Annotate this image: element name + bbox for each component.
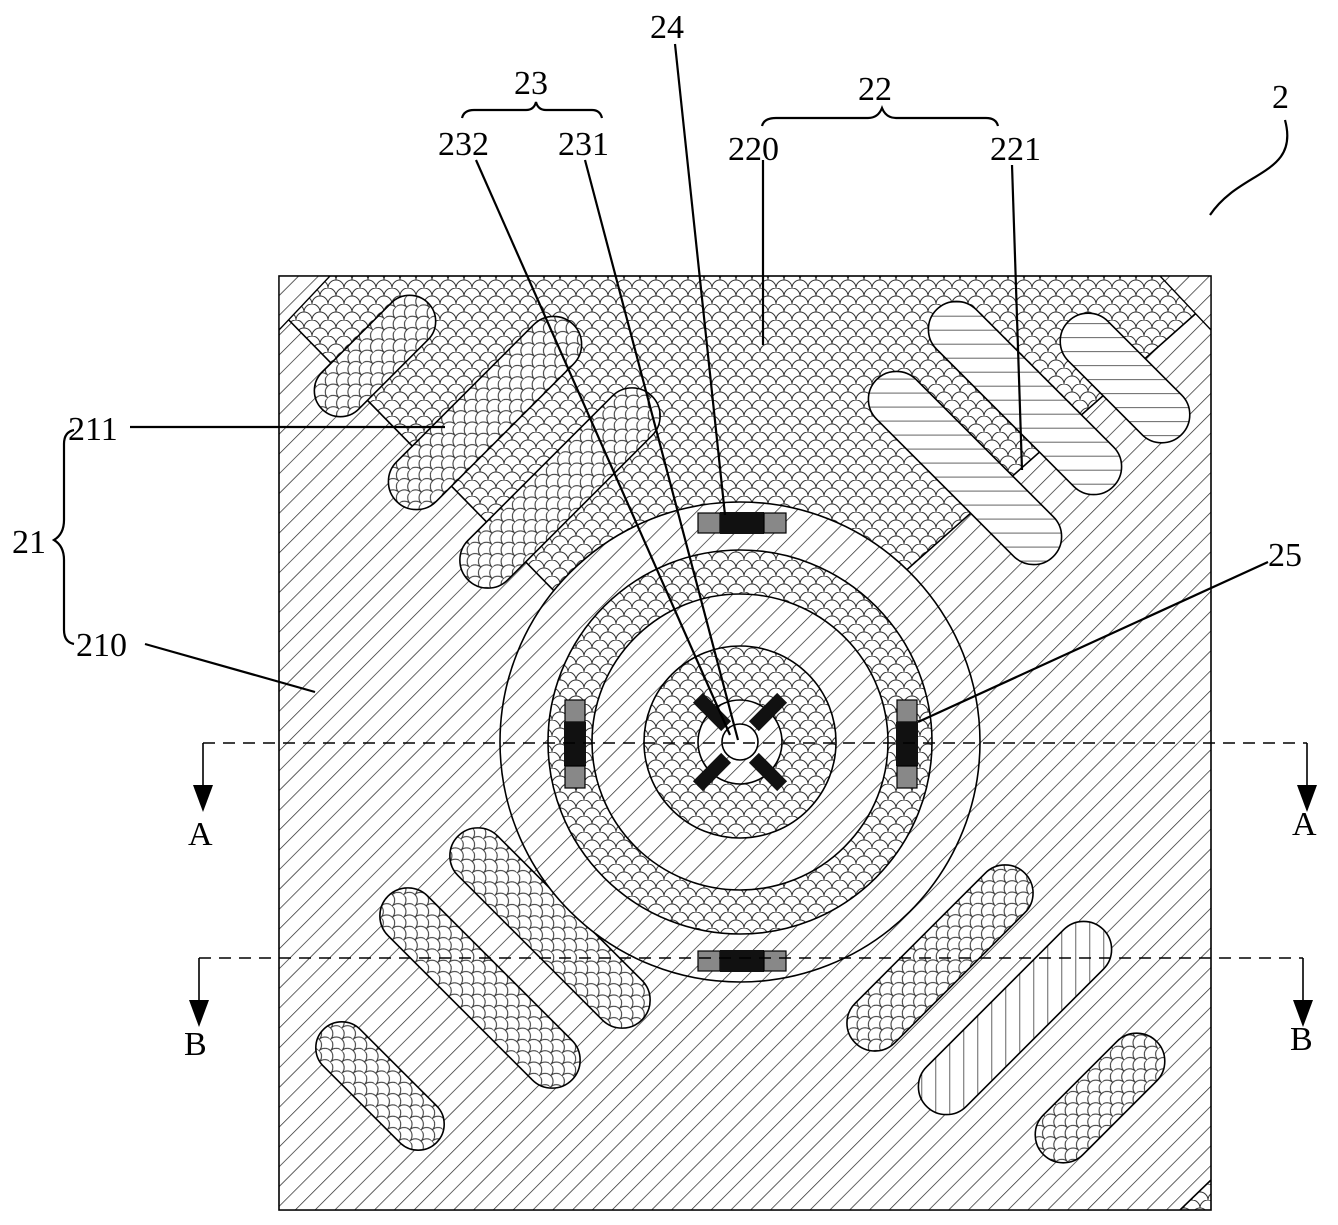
leader-25 (917, 560, 1269, 724)
pad-top-left (697, 512, 721, 534)
pad-left-top (564, 699, 586, 723)
label-220: 220 (728, 131, 779, 168)
core-center (721, 723, 759, 761)
label-211: 211 (68, 411, 118, 448)
section-a-left: A (188, 816, 213, 853)
pad-right-center (896, 722, 918, 766)
pad-left-bottom (564, 765, 586, 789)
leader-lines (130, 43, 1289, 741)
section-b-left: B (184, 1026, 207, 1063)
label-232: 232 (438, 126, 489, 163)
section-b-right: B (1290, 1021, 1313, 1058)
leader-210 (144, 642, 316, 694)
pad-right-bottom (896, 765, 918, 789)
leader-232 (474, 159, 732, 736)
label-221: 221 (990, 131, 1041, 168)
leader-221 (1010, 164, 1024, 471)
pad-bottom-right (763, 950, 787, 972)
pad-top-right (763, 512, 787, 534)
center-rings (499, 501, 981, 983)
leader-24 (673, 43, 727, 516)
label-22: 22 (858, 71, 892, 108)
label-23: 23 (514, 65, 548, 102)
labels: 2 24 23 22 232 231 220 221 211 21 210 25… (12, 9, 1317, 1063)
label-21: 21 (12, 524, 46, 561)
brace-22 (760, 105, 1000, 127)
label-210: 210 (76, 627, 127, 664)
pad-bottom-left (697, 950, 721, 972)
pad-right-top (896, 699, 918, 723)
pads (564, 512, 918, 972)
label-231: 231 (558, 126, 609, 163)
section-lines (189, 742, 1317, 1027)
pad-left-center (564, 722, 586, 766)
braces (51, 101, 1000, 646)
leader-231 (583, 159, 740, 741)
pad-top-center (720, 512, 764, 534)
brace-21 (51, 428, 75, 646)
section-a-right: A (1292, 806, 1317, 843)
label-2: 2 (1272, 79, 1289, 116)
label-25: 25 (1268, 537, 1302, 574)
label-24: 24 (650, 9, 684, 46)
pad-bottom-center (720, 950, 764, 972)
leader-2 (1209, 119, 1289, 216)
brace-23 (460, 101, 604, 119)
